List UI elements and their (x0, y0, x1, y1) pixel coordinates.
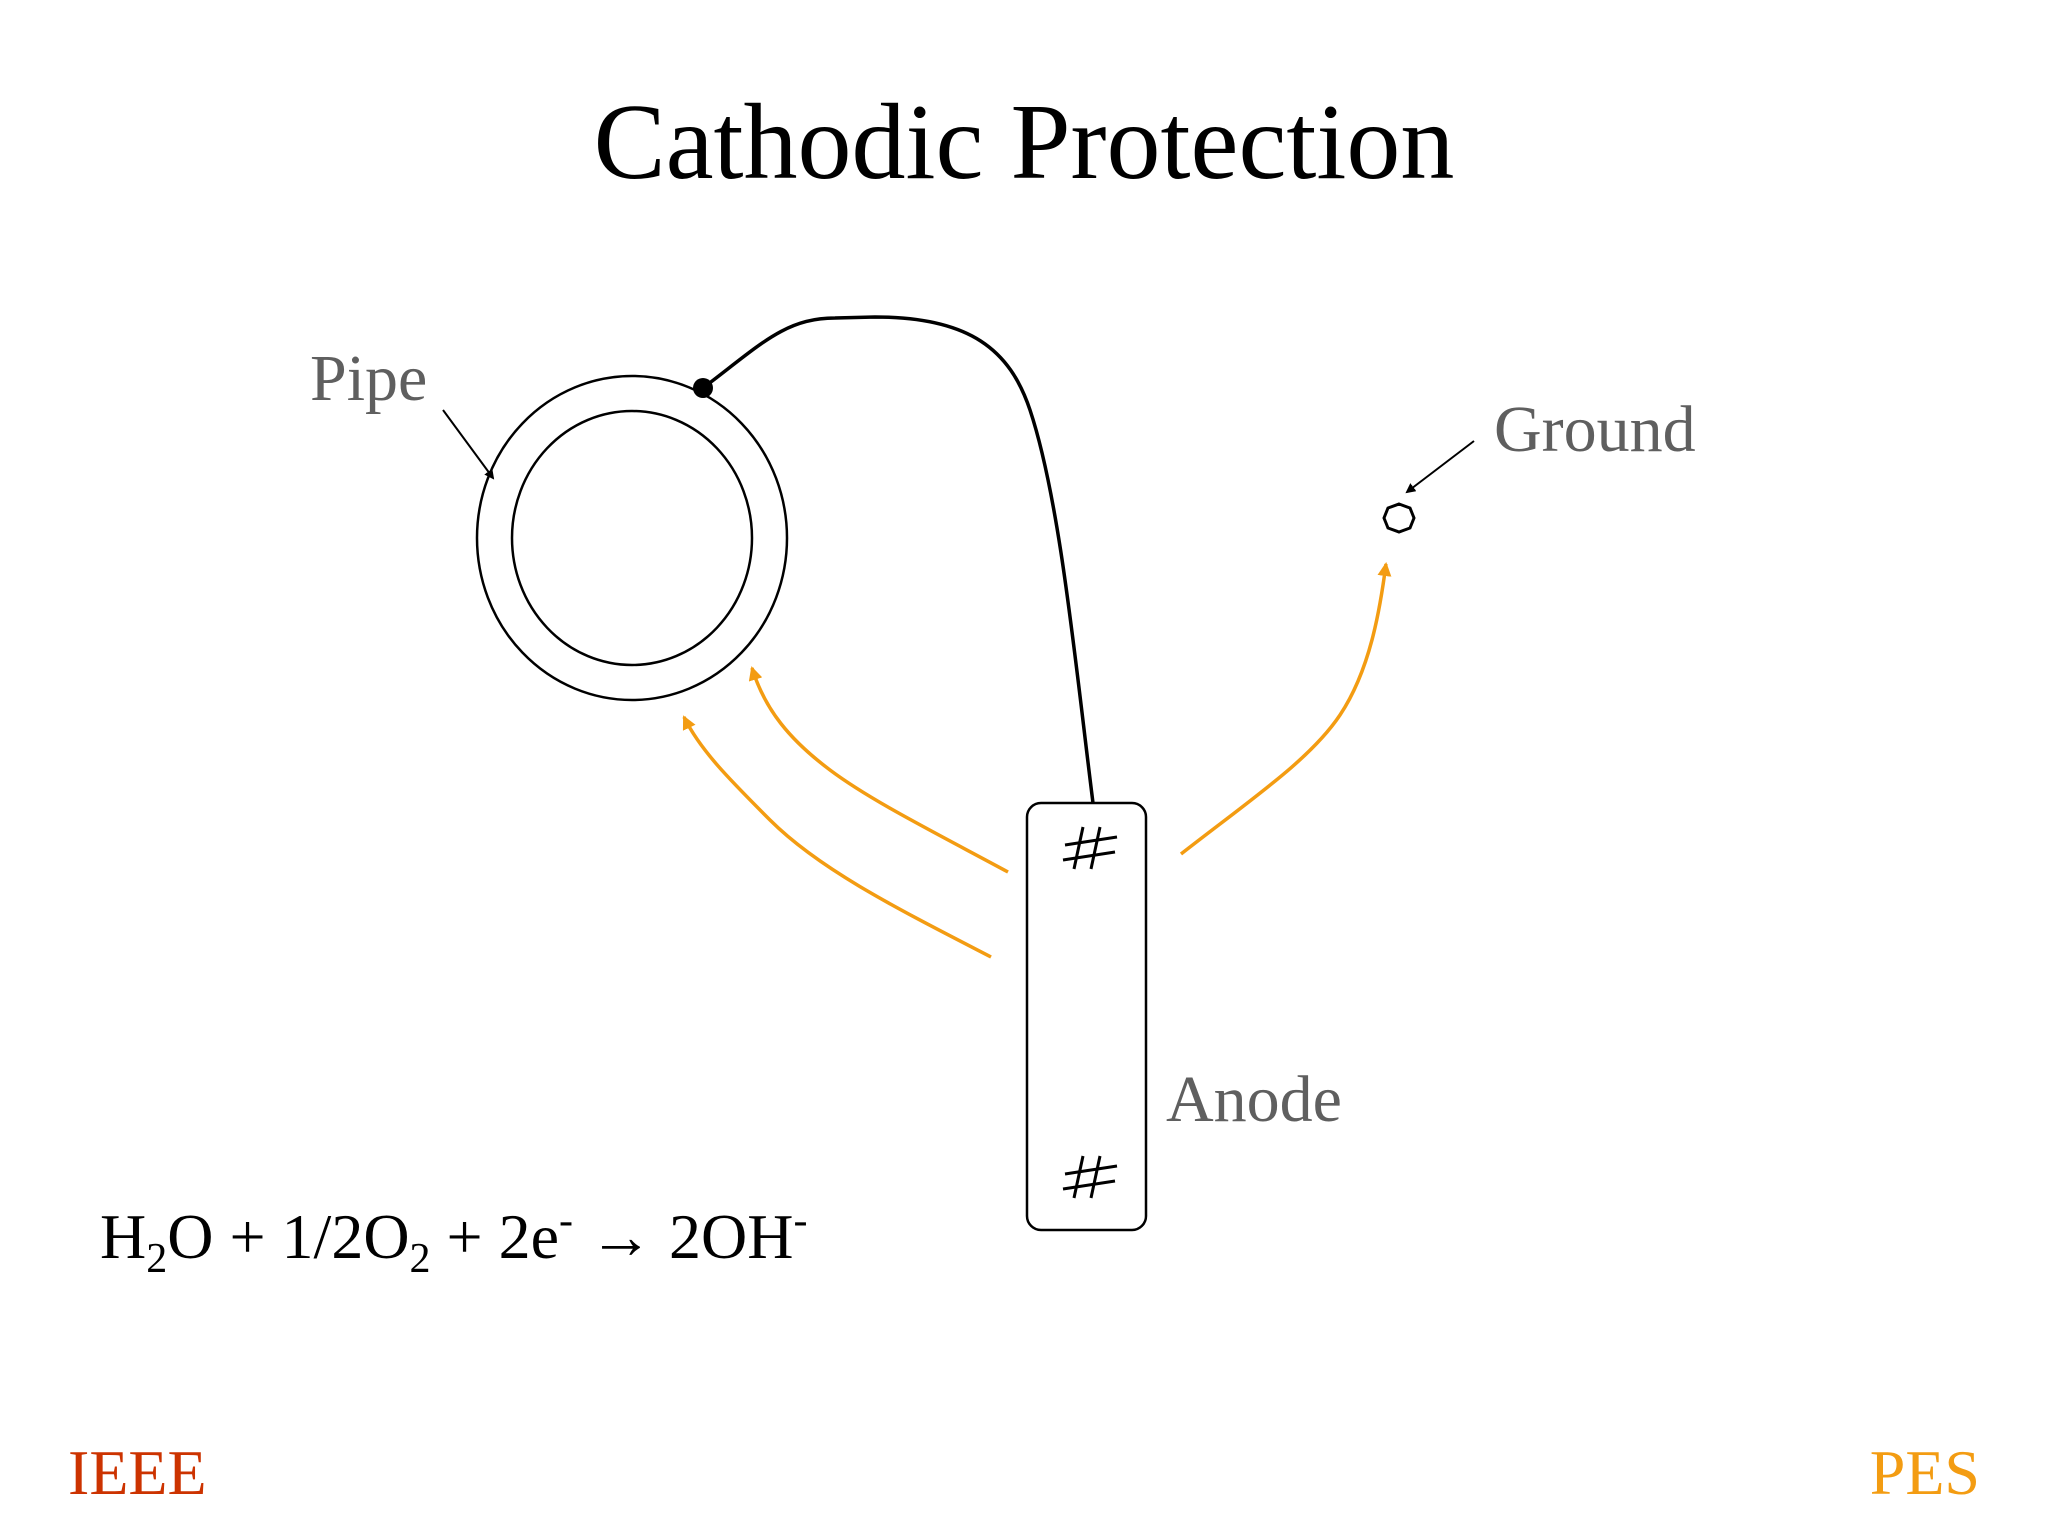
pipe-outer-wall (475, 374, 789, 702)
current-arrow-to-pipe-upper (748, 666, 1009, 874)
ground-label: Ground (1494, 393, 1696, 466)
page-title: Cathodic Protection (594, 83, 1455, 202)
pipe (475, 374, 789, 702)
anode (1025, 801, 1148, 1232)
pipe-pointer-arrow (442, 409, 495, 480)
formula-superscript: - (793, 1198, 807, 1244)
formula-part: O + 1/2O (167, 1201, 409, 1272)
pipe-inner-wall (510, 409, 754, 667)
pipe-label: Pipe (310, 342, 427, 415)
ground-node (1382, 502, 1416, 534)
anode-label: Anode (1166, 1063, 1342, 1136)
connection-wire (701, 315, 1095, 804)
footer-ieee: IEEE (68, 1437, 207, 1508)
formula-superscript: - (559, 1198, 573, 1244)
formula-subscript: 2 (146, 1236, 167, 1282)
formula-part: H (100, 1201, 146, 1272)
current-arrow-to-pipe-lower (682, 715, 992, 959)
anode-hash-mark-top (1062, 826, 1118, 870)
reaction-equation: H2O + 1/2O2 + 2e- → 2OH- (100, 1198, 807, 1282)
current-arrow-to-ground (1179, 562, 1392, 856)
formula-part: + 2e (431, 1201, 560, 1272)
anode-hash-mark-bottom (1062, 1155, 1118, 1199)
formula-subscript: 2 (410, 1236, 431, 1282)
wire-connection-dot (693, 378, 713, 398)
ground-pointer-arrow (1405, 440, 1475, 494)
formula-part: → 2OH (573, 1201, 793, 1272)
footer-pes: PES (1870, 1437, 1980, 1508)
anode-body (1025, 801, 1148, 1232)
